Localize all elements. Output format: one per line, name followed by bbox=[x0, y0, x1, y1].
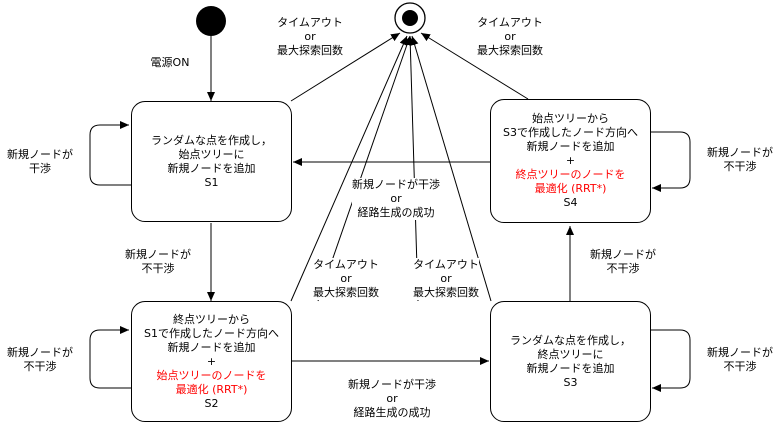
edge-s4-success-end bbox=[317, 35, 411, 302]
start-label: 電源ON bbox=[150, 56, 190, 69]
loop-s2 bbox=[89, 326, 131, 389]
state-s3-id: S3 bbox=[563, 375, 578, 389]
label-timeout-s4: タイムアウト or 最大探索回数 bbox=[477, 16, 543, 57]
state-s2-id: S2 bbox=[204, 396, 219, 410]
start-node bbox=[196, 6, 226, 36]
label-self-s1: 新規ノードが 干渉 bbox=[7, 148, 73, 175]
state-s4-plus: + bbox=[565, 154, 576, 167]
loop-s3 bbox=[650, 329, 691, 392]
state-s2-line: 新規ノードを追加 bbox=[167, 340, 256, 354]
edge-s4-end bbox=[420, 32, 529, 100]
edge-s3-end bbox=[410, 35, 492, 302]
label-timeout-s1: タイムアウト or 最大探索回数 bbox=[277, 16, 343, 57]
state-s3[interactable]: ランダムな点を作成し， 終点ツリーに 新規ノードを追加 S3 bbox=[490, 301, 651, 422]
state-s2-line: S1で作成したノード方向へ bbox=[144, 326, 279, 340]
state-s4-rrt-line: 終点ツリーのノードを bbox=[515, 168, 626, 181]
state-s2-rrt-line: 始点ツリーのノードを bbox=[156, 368, 267, 382]
state-s4-line: 始点ツリーから bbox=[532, 112, 609, 125]
label-self-s2: 新規ノードが 不干渉 bbox=[7, 346, 73, 373]
label-self-s3: 新規ノードが 不干渉 bbox=[707, 346, 773, 373]
state-s4[interactable]: 始点ツリーから S3で作成したノード方向へ 新規ノードを追加 + 終点ツリーのノ… bbox=[490, 99, 651, 223]
label-success-s2: 新規ノードが干渉 or 経路生成の成功 bbox=[348, 378, 436, 419]
label-timeout-s2: タイムアウト or 最大探索回数 bbox=[313, 258, 379, 300]
end-node-inner bbox=[402, 10, 418, 26]
loop-s4 bbox=[650, 131, 691, 192]
state-s4-rrt-line: 最適化 (RRT*) bbox=[534, 182, 607, 195]
state-s4-line: S3で作成したノード方向へ bbox=[503, 126, 638, 139]
state-s1-line: ランダムな点を作成し， bbox=[151, 133, 272, 147]
state-s2-plus: + bbox=[206, 354, 217, 368]
loop-s1 bbox=[89, 121, 131, 186]
state-s3-line: 終点ツリーに bbox=[537, 347, 604, 361]
edge-s2-success-end bbox=[406, 35, 419, 302]
label-self-s4: 新規ノードが 不干渉 bbox=[707, 146, 773, 173]
state-s3-line: 新規ノードを追加 bbox=[526, 361, 615, 375]
state-s1[interactable]: ランダムな点を作成し， 始点ツリーに 新規ノードを追加 S1 bbox=[131, 101, 292, 222]
state-s4-id: S4 bbox=[563, 196, 578, 209]
edge-s2-end bbox=[290, 35, 408, 302]
state-s2-rrt-line: 最適化 (RRT*) bbox=[175, 382, 248, 396]
state-s3-line: ランダムな点を作成し， bbox=[510, 333, 631, 347]
label-timeout-s3: タイムアウト or 最大探索回数 bbox=[413, 258, 479, 300]
state-s1-line: 始点ツリーに bbox=[178, 147, 245, 161]
state-s1-id: S1 bbox=[204, 175, 219, 189]
label-success-s4: 新規ノードが干渉 or 経路生成の成功 bbox=[352, 178, 440, 220]
edge-s1-end bbox=[290, 32, 401, 102]
state-s2-line: 終点ツリーから bbox=[173, 312, 250, 326]
label-s3-to-s4: 新規ノードが 不干渉 bbox=[590, 248, 656, 275]
label-s1-to-s2: 新規ノードが 不干渉 bbox=[125, 248, 191, 275]
state-s4-line: 新規ノードを追加 bbox=[526, 140, 615, 153]
state-s2[interactable]: 終点ツリーから S1で作成したノード方向へ 新規ノードを追加 + 始点ツリーのノ… bbox=[131, 301, 292, 422]
state-s1-line: 新規ノードを追加 bbox=[167, 161, 256, 175]
